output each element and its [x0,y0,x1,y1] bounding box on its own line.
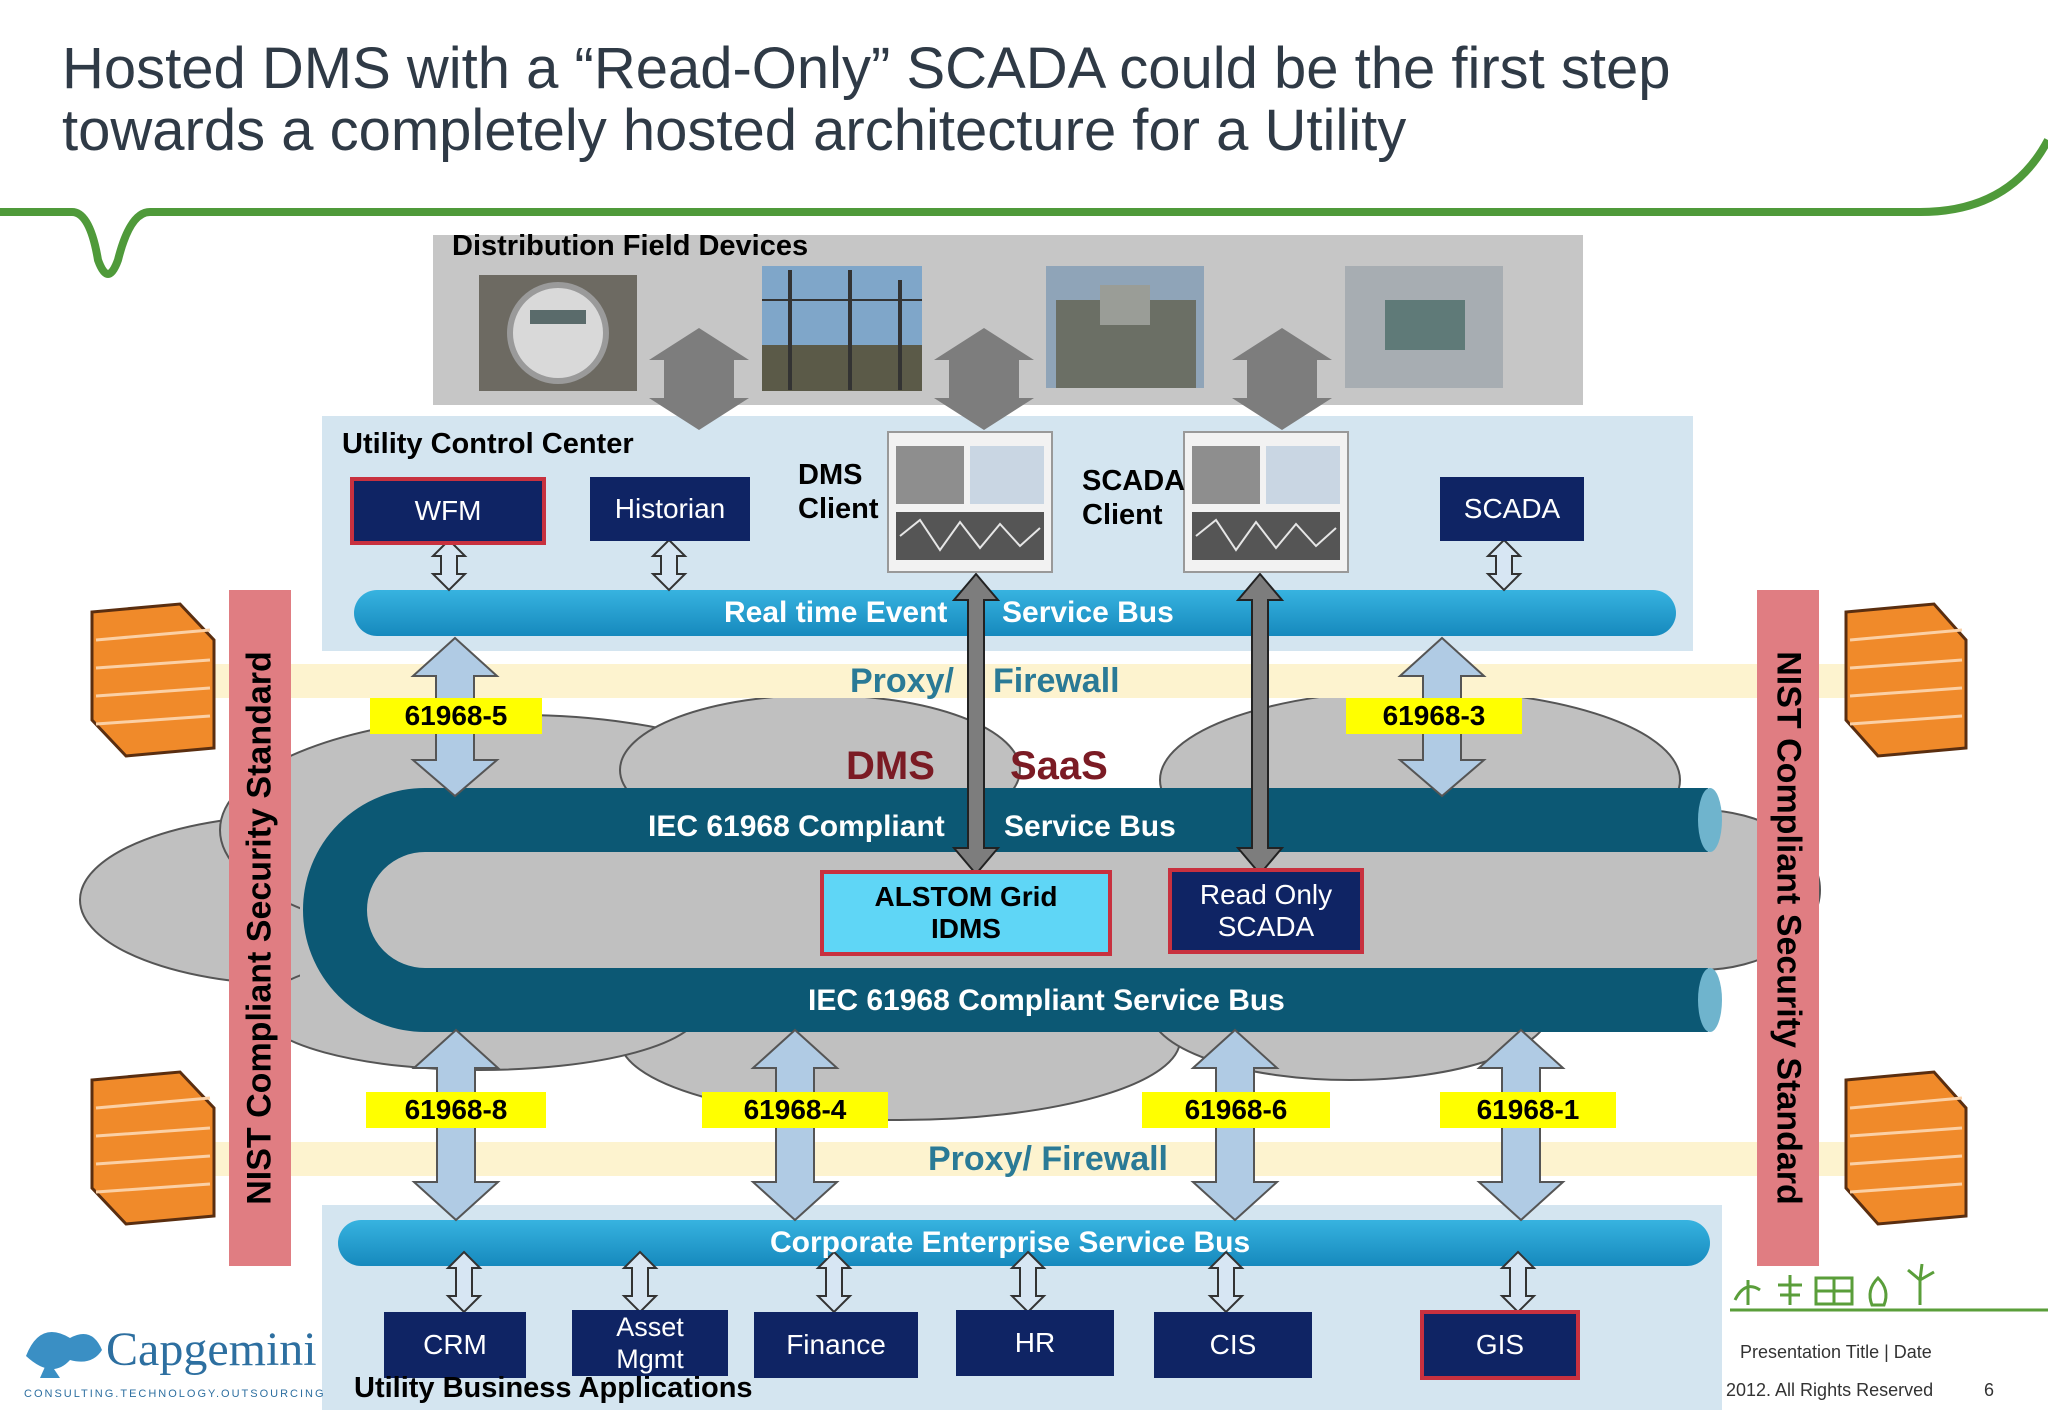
read-only-scada-box[interactable]: Read Only SCADA [1168,868,1364,954]
page-number: 6 [1984,1380,1995,1400]
enterprise-bus-bar [338,1220,1710,1266]
ro-scada-line1: Read Only [1199,879,1333,910]
dms-client-label: DMS Client [798,458,879,526]
alstom-line2: IDMS [930,913,1001,944]
pad-transformer-photo [1345,266,1503,388]
copyright: 2012. All Rights Reserved [1726,1380,1934,1400]
ro-scada-line2: SCADA [1217,911,1315,942]
dms-client-label-line2: Client [798,493,879,525]
scada-client-label-line2: Client [1082,499,1163,531]
standard-tag-61968-8: 61968-8 [366,1092,546,1128]
cis-box[interactable]: CIS [1154,1312,1312,1378]
enterprise-small-arrows [445,1250,1537,1314]
iec-u-bus [303,788,1708,1032]
dms-cloud-label: DMS [846,744,935,788]
nist-label-left: NIST Compliant Security Standard [240,651,279,1205]
wfm-box[interactable]: WFM [350,477,546,545]
iec-bus-upper-left: IEC 61968 Compliant [648,810,945,843]
green-energy-icons [1730,1263,2048,1312]
dms-client-screenshot [887,431,1053,573]
capgemini-logo-mark [26,1332,102,1378]
substation-photo [762,266,922,391]
proxy-top-left: Proxy/ [850,662,954,700]
firewall-icon-top-right [1844,602,1968,758]
presentation-title-date: Presentation Title | Date [1740,1342,1932,1362]
historian-box[interactable]: Historian [590,477,750,541]
proxy-top-right: Firewall [993,662,1120,700]
transformer-photo [1046,266,1204,388]
business-apps-label: Utility Business Applications [354,1372,753,1404]
title-line-2: towards a completely hosted architecture… [62,98,1407,163]
standard-tag-61968-6: 61968-6 [1142,1092,1330,1128]
realtime-bus-label-left: Real time Event [724,596,948,629]
capgemini-tagline: CONSULTING.TECHNOLOGY.OUTSOURCING [24,1388,326,1400]
finance-box[interactable]: Finance [754,1312,918,1378]
capgemini-logo-text: Capgemini [106,1323,317,1376]
iec-bus-upper-right: Service Bus [1004,810,1176,843]
asset-mgmt-box[interactable]: Asset Mgmt [572,1310,728,1376]
scada-client-screenshot [1183,431,1349,573]
standard-tag-61968-3: 61968-3 [1346,698,1522,734]
realtime-bus-bar [354,590,1676,636]
nist-bar-right [1757,590,1819,1266]
control-center-label: Utility Control Center [342,428,634,460]
firewall-icon-bottom-right [1844,1070,1968,1226]
asset-line2: Mgmt [616,1344,684,1374]
standard-tag-61968-5: 61968-5 [370,698,542,734]
scada-client-label-line1: SCADA [1082,465,1186,497]
field-arrows [649,328,1332,430]
header-green-curve [0,138,2048,278]
standard-tag-61968-4: 61968-4 [702,1092,888,1128]
iec-bus-lower-label: IEC 61968 Compliant Service Bus [808,984,1285,1017]
field-devices-label: Distribution Field Devices [452,230,809,262]
enterprise-bus-label: Corporate Enterprise Service Bus [770,1226,1251,1259]
title-line-1: Hosted DMS with a “Read-Only” SCADA coul… [62,36,1671,101]
cc-small-arrows [430,538,1523,592]
alstom-line1: ALSTOM Grid [874,881,1058,912]
slide-title: Hosted DMS with a “Read-Only” SCADA coul… [62,38,1962,162]
nist-label-right: NIST Compliant Security Standard [1769,651,1808,1205]
alstom-idms-box[interactable]: ALSTOM Grid IDMS [820,870,1112,956]
scada-box[interactable]: SCADA [1440,477,1584,541]
crm-box[interactable]: CRM [384,1312,526,1378]
dms-client-label-line1: DMS [798,459,863,491]
scada-client-label: SCADA Client [1082,464,1185,532]
standard-tag-61968-1: 61968-1 [1440,1092,1616,1128]
nist-bar-left [229,590,291,1266]
firewall-icon-top-left [90,602,216,758]
realtime-bus-label-right: Service Bus [1002,596,1174,629]
saas-cloud-label: SaaS [1010,744,1108,788]
asset-line1: Asset [616,1312,684,1342]
hr-box[interactable]: HR [956,1310,1114,1376]
meter-photo [479,275,637,391]
gis-box[interactable]: GIS [1420,1310,1580,1380]
proxy-bottom: Proxy/ Firewall [928,1140,1168,1178]
firewall-icon-bottom-left [90,1070,216,1226]
